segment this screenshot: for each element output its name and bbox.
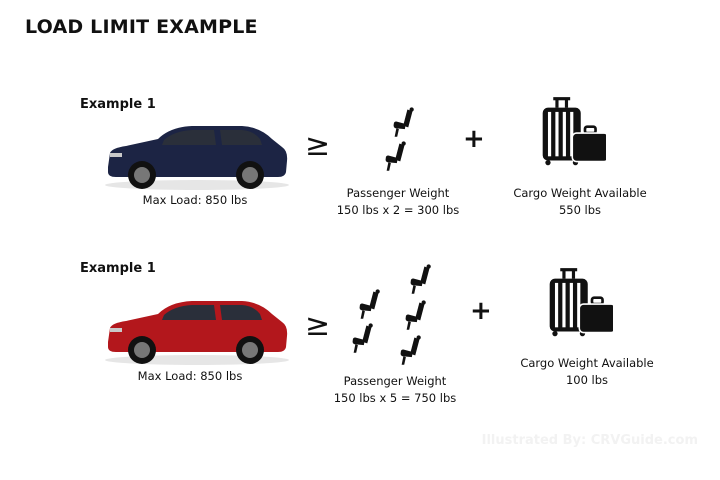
passenger-title: Passenger Weight	[343, 374, 447, 388]
passenger-calc: 150 lbs x 2 = 300 lbs	[336, 203, 460, 217]
passenger-caption: Passenger Weight 150 lbs x 5 = 750 lbs	[325, 373, 465, 407]
car-icon	[102, 117, 292, 191]
example-label: Example 1	[80, 97, 156, 112]
seat-icon	[378, 141, 414, 175]
cargo-caption: Cargo Weight Available 550 lbs	[495, 185, 665, 219]
seat-icon	[403, 264, 439, 298]
cargo-value: 100 lbs	[565, 373, 609, 387]
seat-icon	[352, 289, 388, 323]
plus-symbol: +	[463, 124, 485, 154]
relation-symbol: ≥	[305, 308, 331, 343]
car-icon	[102, 292, 292, 366]
luggage-icon	[528, 95, 606, 169]
example-label: Example 1	[80, 261, 156, 276]
passenger-calc: 150 lbs x 5 = 750 lbs	[333, 391, 457, 405]
seat-icon	[393, 335, 429, 369]
seat-icon	[345, 323, 381, 357]
car-caption: Max Load: 850 lbs	[137, 369, 243, 383]
watermark: Illustrated By: CRVGuide.com	[481, 433, 698, 448]
seat-icon	[398, 300, 434, 334]
cargo-caption: Cargo Weight Available 100 lbs	[502, 355, 672, 389]
passenger-title: Passenger Weight	[346, 186, 450, 200]
luggage-icon	[535, 266, 613, 340]
cargo-title: Cargo Weight Available	[520, 356, 654, 370]
passenger-caption: Passenger Weight 150 lbs x 2 = 300 lbs	[328, 185, 468, 219]
relation-symbol: ≥	[305, 128, 331, 163]
cargo-value: 550 lbs	[558, 203, 602, 217]
cargo-title: Cargo Weight Available	[513, 186, 647, 200]
seat-icon	[386, 107, 422, 141]
page-title: LOAD LIMIT EXAMPLE	[25, 16, 258, 38]
car-caption: Max Load: 850 lbs	[142, 193, 248, 207]
plus-symbol: +	[470, 296, 492, 326]
